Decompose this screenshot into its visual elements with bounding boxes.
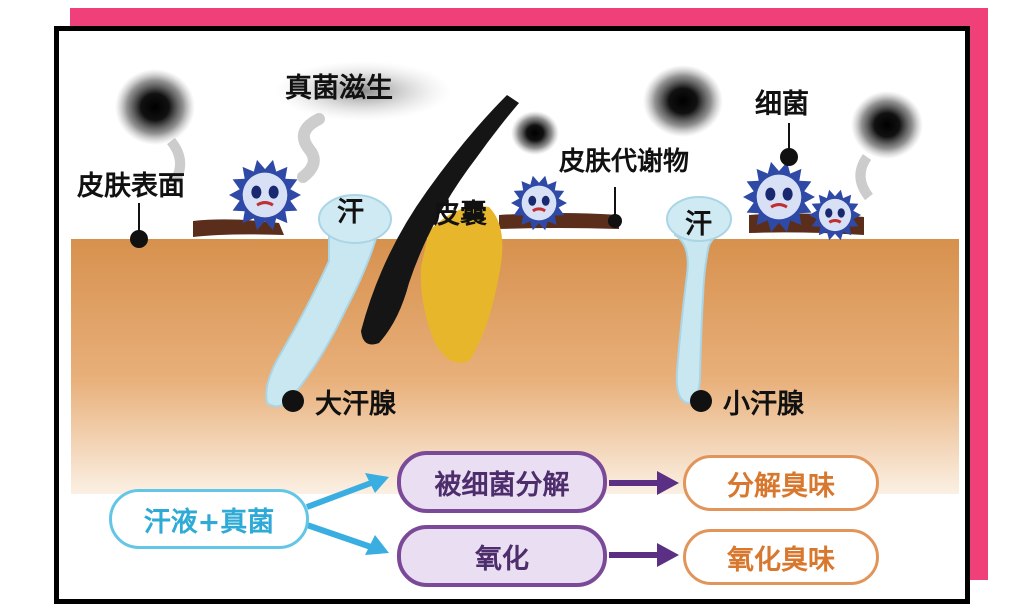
flow-arrows bbox=[305, 471, 679, 567]
sweat-fungus-node: 汗液+真菌 bbox=[109, 489, 309, 549]
sweat-label-right: 汗 bbox=[685, 209, 712, 240]
eccrine-gland-label: 小汗腺 bbox=[723, 389, 804, 420]
fungus-growth-label: 真菌滋生 bbox=[285, 73, 393, 104]
eccrine-gland-marker bbox=[690, 390, 712, 412]
skin-surface-marker bbox=[130, 230, 148, 248]
bacteria-icon bbox=[809, 189, 861, 241]
bacteria-marker bbox=[780, 148, 798, 166]
oxidation-node: 氧化 bbox=[397, 525, 607, 587]
bacterial-decomposition-node: 被细菌分解 bbox=[397, 451, 607, 513]
hair-follicle bbox=[420, 206, 503, 363]
apocrine-gland-label: 大汗腺 bbox=[315, 389, 396, 420]
oxidation-odor-node: 氧化臭味 bbox=[683, 529, 879, 585]
bacteria-icon bbox=[511, 175, 567, 231]
diagram-panel: 真菌滋生 皮肤表面 汗 皮囊 皮肤代谢物 细菌 汗 大汗腺 小汗腺 汗液+真菌 … bbox=[54, 26, 970, 604]
hair-shaft bbox=[361, 95, 519, 345]
decomposition-odor-node: 分解臭味 bbox=[683, 455, 879, 511]
bacteria-icons bbox=[229, 159, 861, 241]
apocrine-gland-marker bbox=[282, 390, 304, 412]
follicle-label: 皮囊 bbox=[433, 199, 487, 230]
skin-surface-label: 皮肤表面 bbox=[77, 171, 185, 202]
bacteria-icon bbox=[229, 159, 301, 231]
bacteria-icon bbox=[743, 161, 815, 233]
skin-cross-section-illustration bbox=[71, 61, 959, 567]
bacteria-label: 细菌 bbox=[755, 89, 809, 120]
fungus-cloud bbox=[275, 61, 451, 121]
skin-metabolite-label: 皮肤代谢物 bbox=[559, 147, 690, 177]
sweat-label-left: 汗 bbox=[337, 197, 364, 228]
metabolite-marker bbox=[608, 214, 622, 228]
odor-smoke-icons bbox=[115, 65, 923, 201]
